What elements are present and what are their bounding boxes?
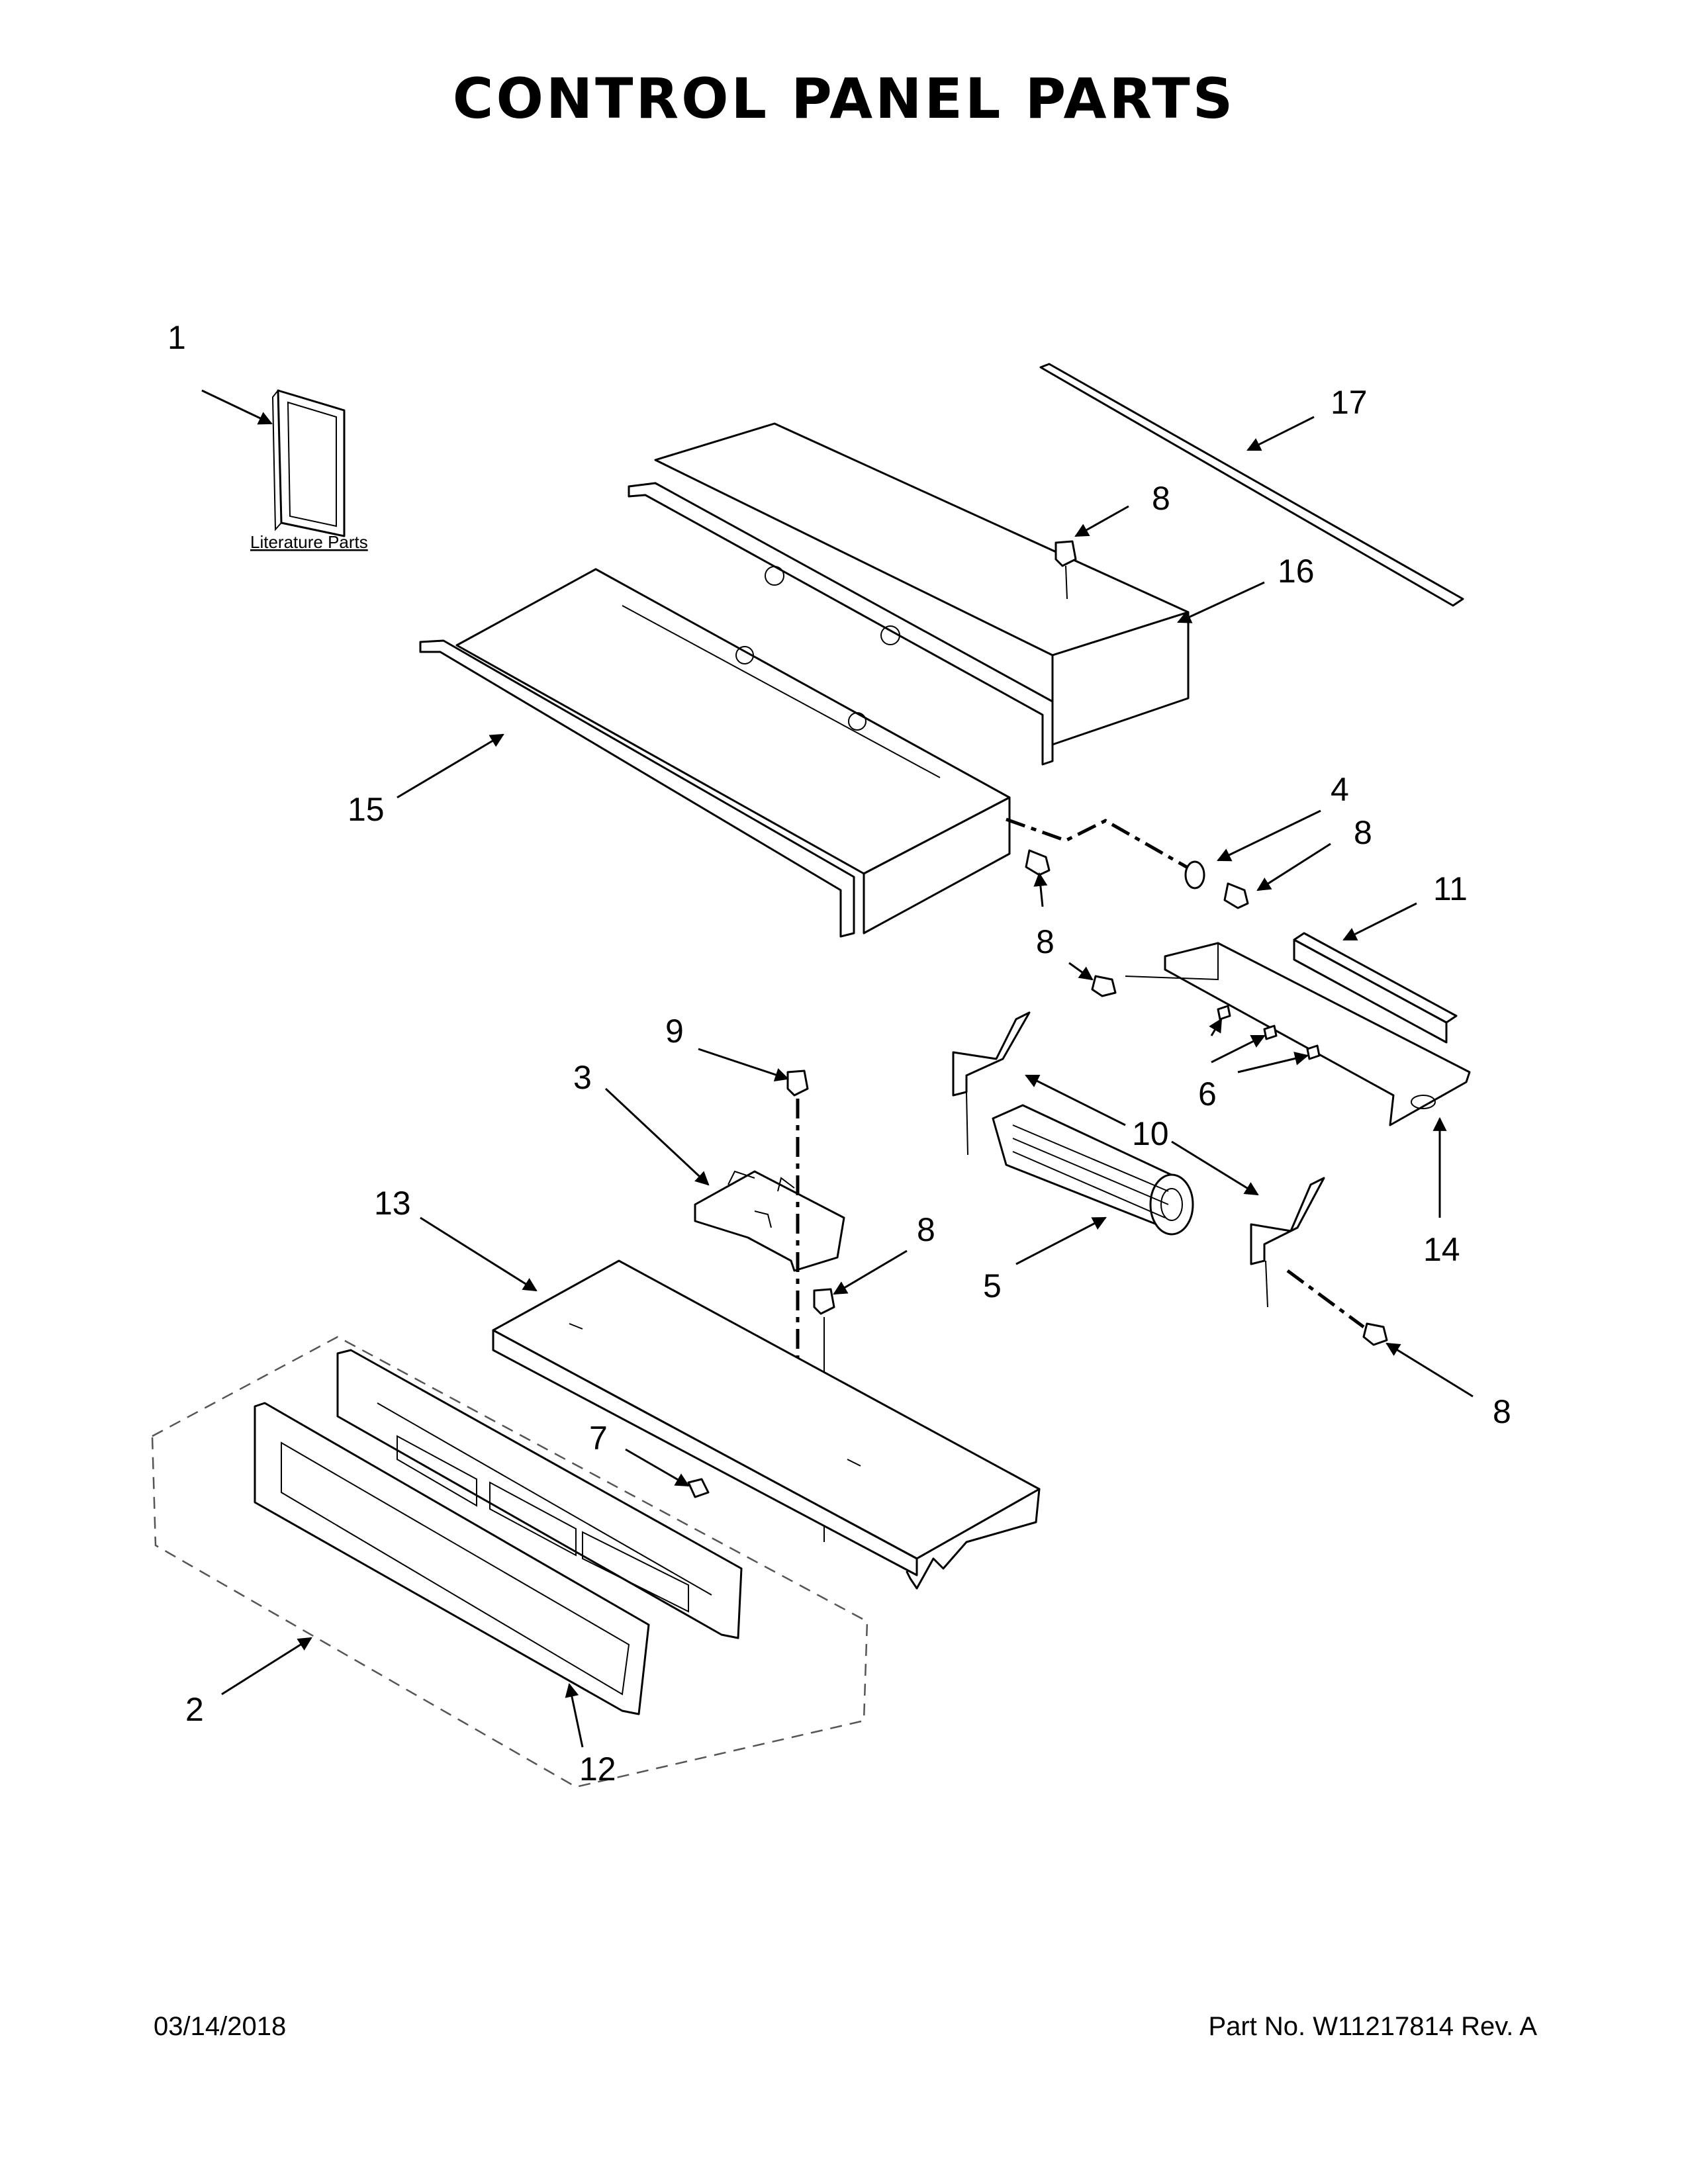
fan-bracket-part-left[interactable]: [952, 1011, 1031, 1156]
callout-16: 16: [1278, 553, 1315, 590]
page-title: CONTROL PANEL PARTS: [452, 66, 1236, 131]
assembly-line-4: [1006, 817, 1199, 876]
callout-3: 3: [573, 1059, 592, 1096]
pin-part-6[interactable]: [1217, 1005, 1321, 1060]
callout-6: 6: [1198, 1075, 1217, 1113]
assembly-line-8-fan: [1286, 1269, 1365, 1329]
lower-housing-part[interactable]: [419, 568, 1011, 938]
screw-part-8-panel[interactable]: [813, 1288, 835, 1315]
callout-12: 12: [579, 1751, 616, 1788]
callout-2: 2: [185, 1691, 204, 1728]
leader-lines: [201, 389, 1474, 1748]
callout-8-top: 8: [1152, 480, 1170, 517]
foam-strip-part[interactable]: [1293, 932, 1458, 1044]
fan-bracket-part-right[interactable]: [1250, 1177, 1325, 1308]
callout-14: 14: [1423, 1231, 1460, 1268]
console-assembly-outline: [151, 1336, 868, 1788]
callout-13: 13: [374, 1185, 411, 1222]
screw-part-8-wire[interactable]: [1091, 975, 1117, 997]
literature-booklet-part[interactable]: [271, 389, 346, 537]
mounting-bracket-part[interactable]: [1125, 942, 1471, 1126]
callout-8-fan: 8: [1493, 1393, 1511, 1430]
screw-part-8-mid[interactable]: [1025, 849, 1051, 876]
callout-8-panel: 8: [917, 1211, 935, 1248]
screw-part-9[interactable]: [786, 1069, 809, 1097]
screw-part-8-top[interactable]: [1055, 540, 1077, 600]
callout-8-wire: 8: [1036, 923, 1055, 960]
blower-fan-part[interactable]: [992, 1104, 1194, 1236]
callout-8-right: 8: [1354, 814, 1372, 851]
gasket-strip-part[interactable]: [1039, 363, 1464, 607]
control-panel-console-part[interactable]: [336, 1349, 743, 1639]
footer-date: 03/14/2018: [154, 2012, 287, 2041]
callout-5: 5: [983, 1267, 1002, 1304]
screw-part-8-fan[interactable]: [1362, 1322, 1388, 1346]
footer-part-number: Part No. W11217814 Rev. A: [1208, 2012, 1537, 2041]
clip-part[interactable]: [687, 1478, 710, 1498]
screw-part-8-right[interactable]: [1223, 882, 1249, 909]
washer-part[interactable]: [1184, 860, 1205, 889]
callout-17: 17: [1331, 384, 1368, 421]
callout-1: 1: [167, 319, 186, 356]
glass-panel-part[interactable]: [254, 1402, 650, 1715]
callout-4: 4: [1331, 771, 1349, 808]
callout-11: 11: [1433, 870, 1468, 907]
callout-15: 15: [348, 791, 385, 828]
control-board-part[interactable]: [694, 1170, 845, 1272]
literature-parts-label: Literature Parts: [250, 532, 368, 552]
callout-7: 7: [589, 1420, 608, 1457]
callout-9: 9: [665, 1013, 684, 1050]
mounting-plate-part[interactable]: [492, 1259, 1041, 1590]
callout-10: 10: [1132, 1115, 1169, 1152]
